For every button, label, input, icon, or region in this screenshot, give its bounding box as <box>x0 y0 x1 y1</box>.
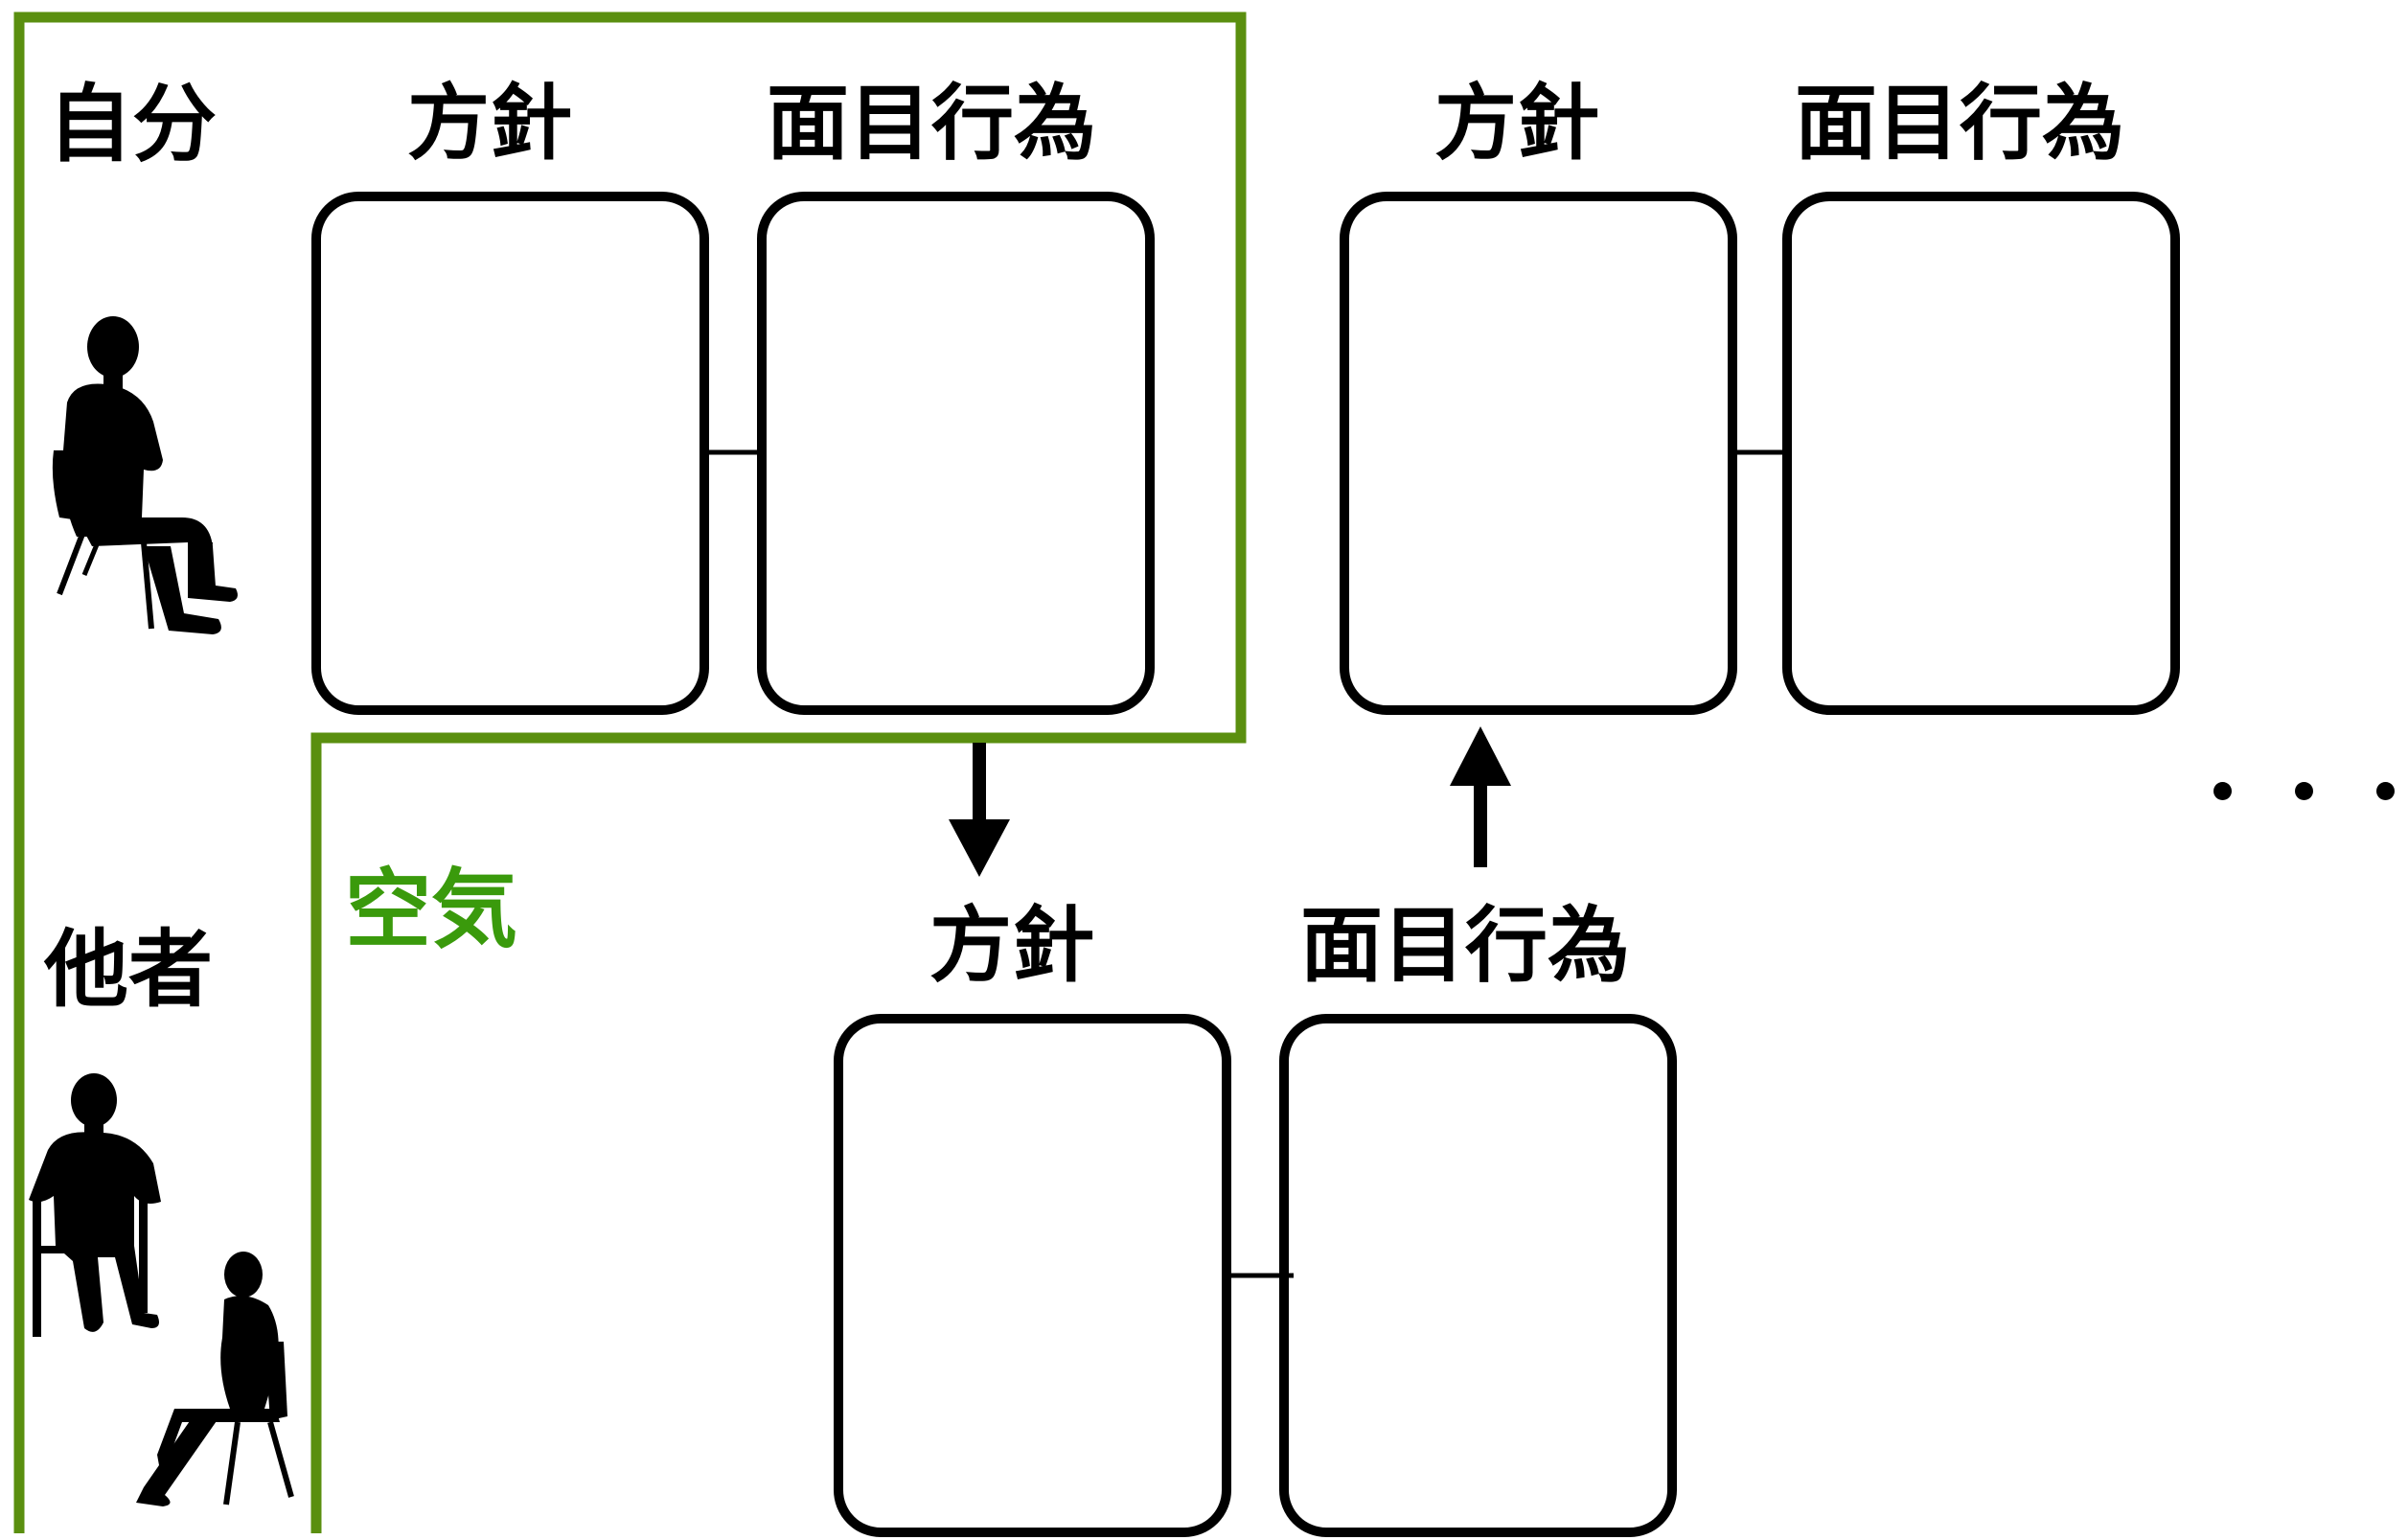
pair-c-face-act-box <box>1279 1014 1677 1537</box>
pair-a-policy-box <box>311 192 709 715</box>
pair-b-face-act-box <box>1782 192 2180 715</box>
pair-b-policy-box <box>1340 192 1737 715</box>
arrow-down <box>949 743 1010 877</box>
arrow-up <box>1450 726 1511 867</box>
pair-c-policy-box <box>834 1014 1231 1537</box>
pair-a-policy-heading: 方針 <box>407 76 572 172</box>
self-frame-outline <box>13 11 1247 1533</box>
ellipsis-dot <box>2376 782 2395 800</box>
ellipsis-dots <box>2213 782 2396 801</box>
pair-b-policy-heading: 方針 <box>1434 76 1599 172</box>
two-seated-people-silhouette-icon <box>29 1073 294 1506</box>
pair-a-face-act-heading: 面目行為 <box>767 76 1096 172</box>
ellipsis-dot <box>2295 782 2313 800</box>
pair-c-policy-heading: 方針 <box>929 898 1094 994</box>
pair-b-face-act-heading: 面目行為 <box>1795 76 2124 172</box>
pair-a-face-act-box <box>757 192 1155 715</box>
seated-man-silhouette-icon <box>52 316 238 634</box>
others-label: 他者 <box>44 920 214 1019</box>
air-label: 空気 <box>345 860 517 960</box>
pair-c-face-act-heading: 面目行為 <box>1300 898 1630 994</box>
self-label: 自分 <box>48 75 218 173</box>
ellipsis-dot <box>2213 782 2232 800</box>
